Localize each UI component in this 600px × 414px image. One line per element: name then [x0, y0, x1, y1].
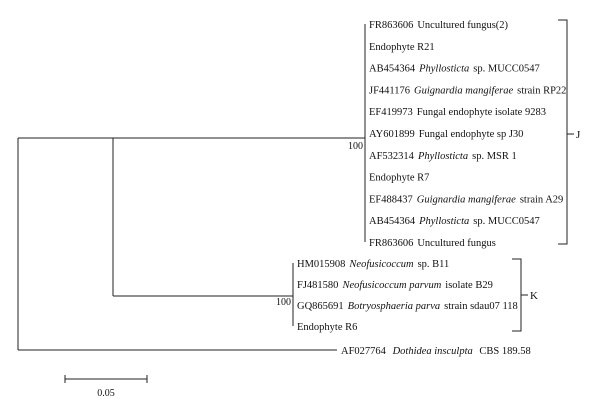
clade-j-leaf-label: FR863606 Uncultured fungus — [369, 238, 496, 249]
tree-branches — [17, 137, 365, 351]
bootstrap-value-j: 100 — [348, 141, 363, 152]
leaf-genus: Guignardia mangiferae — [414, 85, 513, 96]
outgroup-rest: CBS 189.58 — [479, 346, 530, 357]
clade-j-bracket — [558, 19, 568, 245]
leaf-rest: sp. MUCC0547 — [473, 64, 540, 75]
leaf-rest: Endophyte R6 — [297, 322, 357, 333]
clade-j-leaf-label: AY601899 Fungal endophyte sp J30 — [369, 129, 523, 140]
clade-k-label: K — [530, 290, 538, 302]
leaf-rest: Uncultured fungus(2) — [417, 20, 508, 31]
clade-j-label: J — [576, 129, 581, 141]
leaf-genus: Phyllosticta — [417, 151, 468, 162]
leaf-accession: FR863606 — [369, 238, 413, 249]
clade-k-leaf-label: GQ865691 Botryosphaeria parva strain sdau0… — [297, 301, 518, 312]
leaf-rest: isolate B29 — [445, 280, 493, 291]
leaf-accession: FR863606 — [369, 20, 413, 31]
leaf-rest: Uncultured fungus — [417, 238, 495, 249]
leaf-genus: Phyllosticta — [418, 216, 469, 227]
scale-bar-label: 0.05 — [97, 388, 115, 399]
leaf-genus: Botryosphaeria parva — [348, 301, 440, 312]
leaf-accession: AY601899 — [369, 129, 415, 140]
leaf-rest: Fungal endophyte isolate 9283 — [417, 107, 546, 118]
leaf-rest: Endophyte R7 — [369, 173, 429, 184]
leaf-rest: strain A29 — [520, 194, 563, 205]
clade-j-leaf-label: Endophyte R7 — [369, 173, 429, 184]
leaf-genus: Guignardia mangiferae — [417, 194, 516, 205]
leaf-accession: EF419973 — [369, 107, 413, 118]
leaf-accession: HM015908 — [297, 259, 345, 270]
leaf-rest: sp. B11 — [418, 259, 450, 270]
clade-k-leaf-label: Endophyte R6 — [297, 322, 357, 333]
outgroup-label: AF027764 Dothidea insculpta CBS 189.58 — [341, 346, 531, 357]
leaf-accession: AF532314 — [369, 151, 415, 162]
leaf-rest: strain sdau07 118 — [444, 301, 518, 312]
scale-bar: 0.05 — [64, 375, 148, 399]
clade-j-leaf-label: EF488437 Guignardia mangiferae strain A29 — [369, 194, 563, 205]
bootstrap-value-k: 100 — [276, 297, 291, 308]
leaf-genus: Neofusicoccum parvum — [341, 280, 441, 291]
leaf-accession: GQ865691 — [297, 301, 344, 312]
leaf-genus: Neofusicoccum — [348, 259, 414, 270]
leaf-rest: sp. MUCC0547 — [473, 216, 540, 227]
clade-j-leaf-label: FR863606 Uncultured fungus(2) — [369, 20, 509, 31]
outgroup-accession: AF027764 — [341, 346, 387, 357]
leaf-accession: AB454364 — [369, 216, 416, 227]
leaf-accession: EF488437 — [369, 194, 413, 205]
leaf-rest: Endophyte R21 — [369, 42, 435, 53]
clade-j-leaf-label: EF419973 Fungal endophyte isolate 9283 — [369, 107, 546, 118]
outgroup-genus: Dothidea insculpta — [392, 346, 473, 357]
leaf-accession: JF441176 — [369, 85, 410, 96]
leaf-rest: strain RP22 — [517, 85, 566, 96]
leaf-rest: sp. MSR 1 — [472, 151, 517, 162]
clade-j: 100 FR863606 Uncultured fungus(2) Endophyt… — [348, 19, 581, 249]
leaf-accession: AB454364 — [369, 64, 416, 75]
clade-j-leaves: FR863606 Uncultured fungus(2) Endophyte R2… — [369, 20, 566, 249]
clade-j-leaf-label: JF441176 Guignardia mangiferae strain RP22 — [369, 85, 566, 96]
leaf-genus: Phyllosticta — [418, 64, 469, 75]
leaf-accession: FJ481580 — [297, 280, 338, 291]
clade-j-leaf-label: Endophyte R21 — [369, 42, 435, 53]
leaf-rest: Fungal endophyte sp J30 — [419, 129, 524, 140]
clade-k-bracket — [512, 258, 522, 332]
